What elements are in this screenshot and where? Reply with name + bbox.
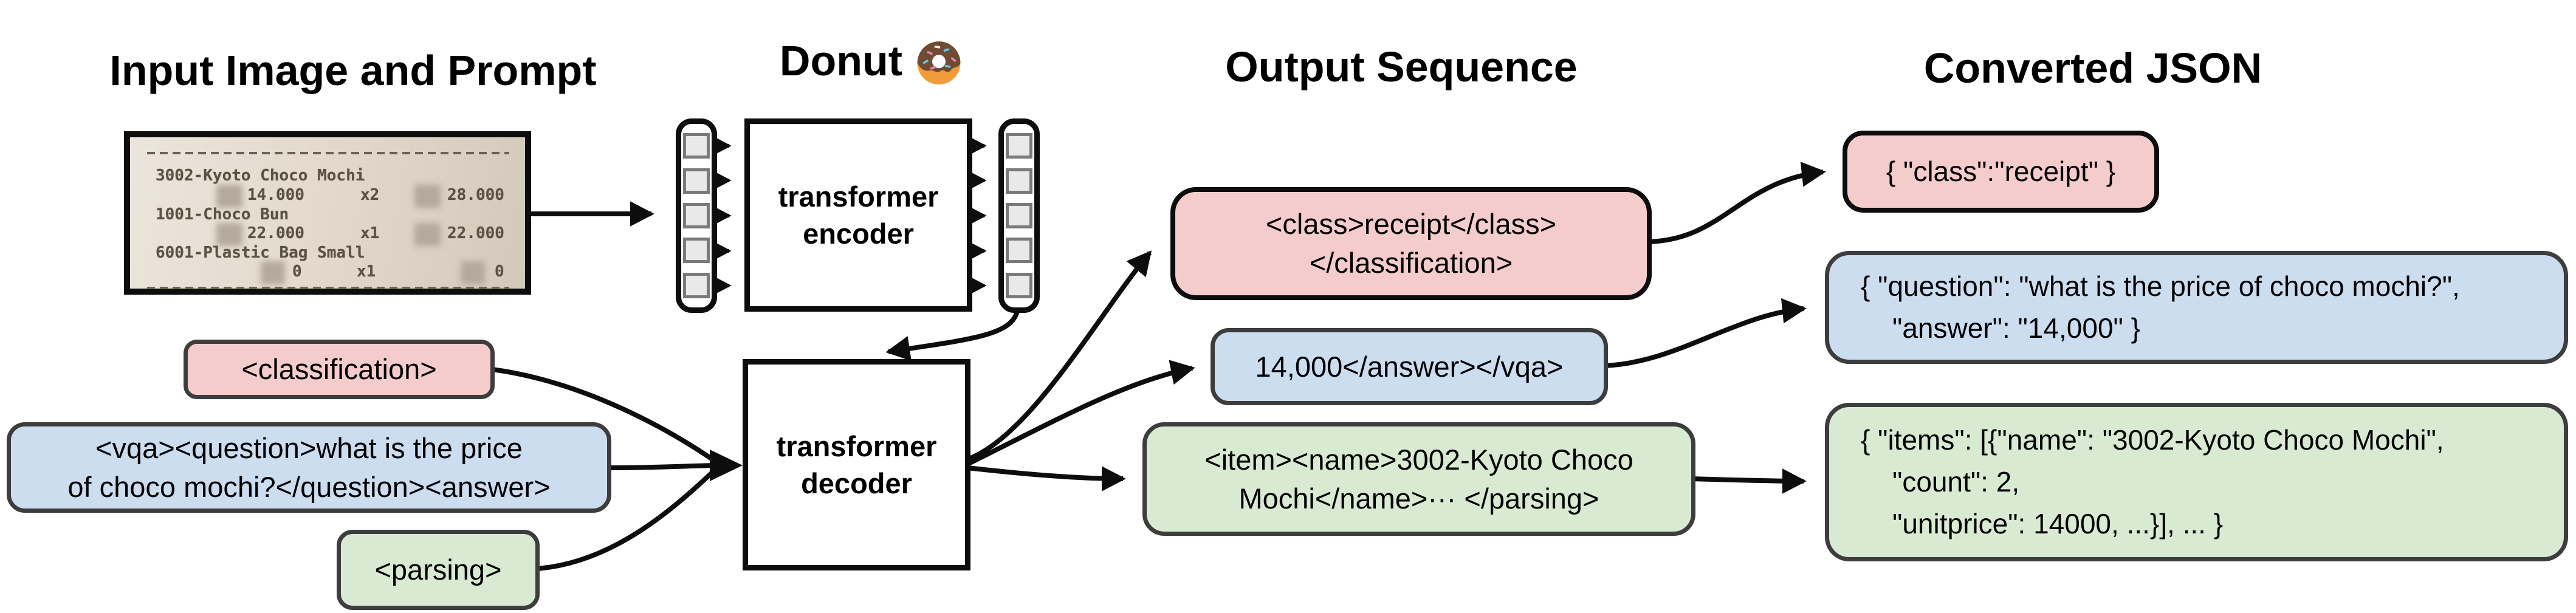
patch-token <box>683 133 710 159</box>
transformer-encoder-box: transformer encoder <box>744 118 972 312</box>
classification-prompt-box: <classification> <box>184 340 495 399</box>
embedding-token <box>1006 272 1032 298</box>
vqa-json-box: { "question": "what is the price of choc… <box>1825 251 2568 364</box>
input-column-title: Input Image and Prompt <box>109 47 597 94</box>
model-title: Donut <box>717 32 1028 90</box>
receipt-item-qty: x1 <box>357 262 376 281</box>
parsing-output-line: Mochi</name>··· </parsing> <box>1238 482 1599 515</box>
embedding-pill-right <box>998 118 1040 313</box>
receipt-divider-bottom <box>147 287 509 289</box>
parsing-json-box: { "items": [{"name": "3002-Kyoto Choco M… <box>1825 403 2568 561</box>
curve-encoder-to-decoder <box>885 310 1020 361</box>
decoder-label-line: decoder <box>801 467 912 499</box>
receipt-censor-patch <box>414 223 441 246</box>
model-title-label: Donut <box>779 37 903 84</box>
classification-json-box: { "class":"receipt" } <box>1843 131 2159 213</box>
encoder-label-line: encoder <box>803 217 914 250</box>
vqa-json-line: "answer": "14,000" } <box>1892 312 2141 344</box>
receipt-censor-patch <box>216 185 242 208</box>
curve-vqa-prompt <box>608 463 716 470</box>
classification-prompt-text: <classification> <box>241 353 437 386</box>
receipt-item-unitprice: 22.000 <box>247 224 304 242</box>
receipt-censor-patch <box>216 223 242 246</box>
vqa-prompt-line: of choco mochi?</question><answer> <box>67 470 551 503</box>
encoder-label-line: transformer <box>778 180 939 213</box>
receipt-censor-patch <box>261 261 285 284</box>
receipt-image: 3002-Kyoto Choco Mochi 14.000 x2 28.000 … <box>124 131 531 295</box>
vqa-output-box: 14,000</answer></vqa> <box>1211 328 1608 405</box>
parsing-output-line: <item><name>3002-Kyoto Choco <box>1204 443 1633 476</box>
patch-token <box>683 238 710 264</box>
parsing-json-line: "count": 2, <box>1892 466 2020 498</box>
classification-json-text: { "class":"receipt" } <box>1886 156 2116 188</box>
receipt-item-qty: x1 <box>360 224 380 242</box>
vqa-prompt-box: <vqa><question>what is the price of choc… <box>7 422 611 513</box>
donut-emoji-icon <box>917 41 961 85</box>
receipt-item-name: 6001-Plastic Bag Small <box>156 244 365 262</box>
patch-token <box>683 272 710 298</box>
output-column-title: Output Sequence <box>1225 43 1578 91</box>
parsing-json-line: "unitprice": 14000, ...}], ... } <box>1892 508 2224 539</box>
parsing-prompt-box: <parsing> <box>337 530 540 610</box>
curve-classification-prompt <box>492 367 718 464</box>
patch-embedding-pill-left <box>676 118 717 313</box>
receipt-censor-patch <box>461 261 485 284</box>
vqa-prompt-line: <vqa><question>what is the price <box>95 431 523 464</box>
receipt-censor-patch <box>414 185 441 208</box>
receipt-item-name: 1001-Choco Bun <box>156 205 289 224</box>
receipt-item-unitprice: 0 <box>292 262 302 281</box>
patch-token <box>683 202 710 228</box>
embedding-token <box>1006 238 1032 264</box>
decoder-input-arrowhead <box>710 450 743 481</box>
vqa-json-line: { "question": "what is the price of choc… <box>1861 270 2460 302</box>
curve-parsing-output-to-json <box>1690 468 1807 494</box>
classification-output-box: <class>receipt</class> </classification> <box>1170 187 1652 300</box>
vqa-output-text: 14,000</answer></vqa> <box>1255 350 1564 383</box>
receipt-item-name: 3002-Kyoto Choco Mochi <box>156 166 365 185</box>
decoder-label-line: transformer <box>776 430 937 462</box>
embedding-token <box>1006 168 1032 194</box>
curve-decoder-to-class-output <box>966 250 1152 462</box>
parsing-output-box: <item><name>3002-Kyoto Choco Mochi</name… <box>1142 422 1695 536</box>
json-column-title: Converted JSON <box>1923 44 2262 92</box>
curve-vqa-output-to-json <box>1604 298 1807 368</box>
receipt-item-unitprice: 14.000 <box>247 186 304 204</box>
parsing-prompt-text: <parsing> <box>374 553 502 586</box>
receipt-item-amount: 28.000 <box>447 186 504 204</box>
classification-output-line: <class>receipt</class> <box>1265 208 1557 241</box>
curve-decoder-to-parsing-output <box>967 465 1126 491</box>
classification-output-line: </classification> <box>1309 247 1513 279</box>
embedding-token <box>1006 202 1032 228</box>
receipt-divider-top <box>147 152 509 154</box>
curve-parsing-prompt <box>537 467 718 571</box>
curve-class-output-to-json <box>1646 162 1826 244</box>
transformer-decoder-box: transformer decoder <box>743 359 970 570</box>
receipt-item-amount: 22.000 <box>447 224 504 242</box>
receipt-item-amount: 0 <box>495 262 504 281</box>
embedding-token <box>1006 133 1032 159</box>
parsing-json-line: { "items": [{"name": "3002-Kyoto Choco M… <box>1861 424 2444 456</box>
curve-decoder-to-vqa-output <box>966 360 1195 467</box>
receipt-item-qty: x2 <box>360 186 380 204</box>
patch-token <box>683 168 710 194</box>
